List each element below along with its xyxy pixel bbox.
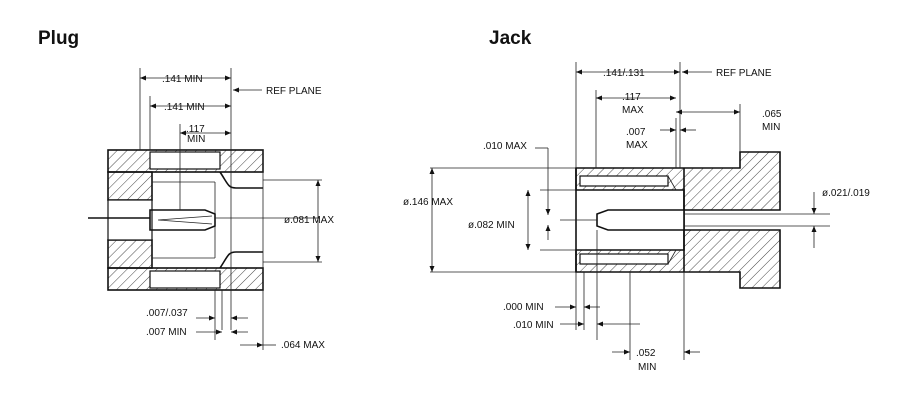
jack-dim-010-max: .010 MAX	[483, 141, 527, 152]
plug-drawing: Plug	[38, 28, 334, 351]
jack-dim-052-line2: MIN	[638, 362, 656, 373]
plug-dim-007-min: .007 MIN	[146, 327, 187, 338]
jack-dim-007-line2: MAX	[626, 140, 648, 151]
jack-dim-000-min: .000 MIN	[503, 302, 544, 313]
plug-extension-lines	[139, 68, 322, 350]
jack-dim-007-line1: .007	[626, 127, 646, 138]
plug-dielectric	[107, 171, 216, 269]
plug-dim-007-037: .007/.037	[146, 308, 188, 319]
jack-center-pin	[560, 209, 830, 231]
plug-center-contact	[88, 209, 320, 231]
jack-drawing: Jack	[403, 28, 870, 373]
jack-dim-dia-146: ø.146 MAX	[403, 197, 453, 208]
jack-dim-dia-021-019: ø.021/.019	[822, 188, 870, 199]
jack-dimension-lines	[429, 69, 817, 355]
plug-dim-064-max: .064 MAX	[281, 340, 325, 351]
plug-dimension-lines	[140, 75, 321, 348]
jack-dim-117-line1: .117	[622, 92, 641, 103]
jack-dim-052-line1: .052	[636, 348, 656, 359]
jack-title: Jack	[489, 28, 532, 49]
plug-dim-141-min-inner: .141 MIN	[164, 102, 205, 113]
plug-title: Plug	[38, 28, 79, 49]
plug-dim-117-line1: .117	[186, 124, 205, 135]
jack-extension-lines	[430, 62, 741, 360]
plug-dim-117-line2: MIN	[187, 134, 205, 145]
jack-ref-plane: REF PLANE	[716, 68, 772, 79]
jack-dim-117-line2: MAX	[622, 105, 644, 116]
jack-dim-dia-082: ø.082 MIN	[468, 220, 515, 231]
jack-dim-065-line1: .065	[762, 109, 782, 120]
jack-dim-010-min: .010 MIN	[513, 320, 554, 331]
jack-dim-141-131: .141/.131	[603, 68, 645, 79]
plug-ref-plane: REF PLANE	[266, 86, 322, 97]
jack-dim-065-line2: MIN	[762, 122, 780, 133]
plug-dim-141-min-outer: .141 MIN	[162, 74, 203, 85]
plug-dim-dia-081: ø.081 MAX	[284, 215, 334, 226]
